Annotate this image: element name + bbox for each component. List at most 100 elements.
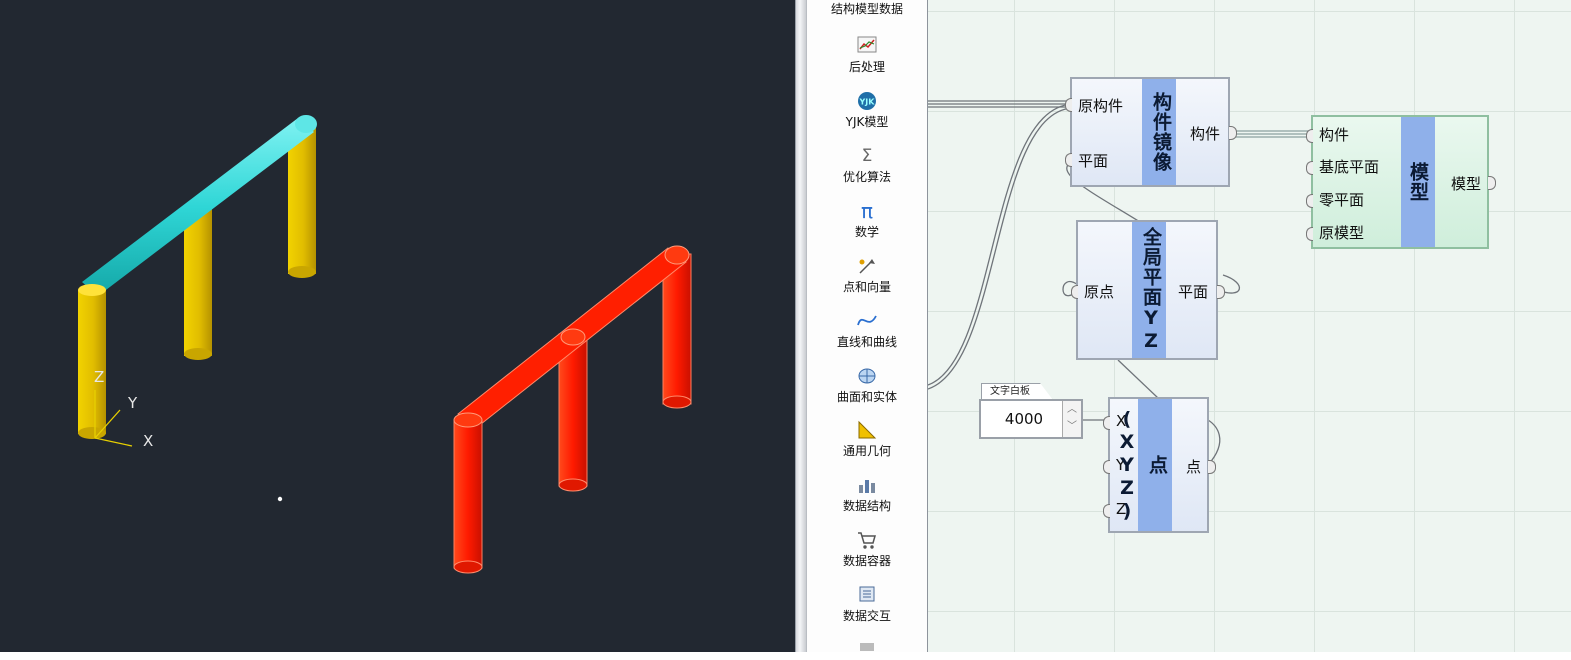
- input-zero-plane[interactable]: 零平面: [1319, 191, 1365, 209]
- triangle-ruler-icon: [856, 420, 878, 440]
- svg-text:YJK: YJK: [859, 98, 876, 107]
- column-front-top: [78, 284, 106, 296]
- surface-solid-icon: [856, 366, 878, 386]
- palette-item-optimization[interactable]: Σ 优化算法: [842, 146, 891, 184]
- text-panel[interactable]: 4000 ︿ ﹀: [979, 399, 1083, 439]
- mirror-column-front-base: [453, 560, 483, 574]
- viewport-scene: Z Y X: [78, 115, 692, 574]
- ucs-axis-icon: [94, 390, 133, 447]
- palette-item-more[interactable]: [807, 638, 927, 660]
- input-grip-z[interactable]: [1103, 504, 1110, 518]
- palette-item-line-curve[interactable]: 直线和曲线: [807, 311, 927, 350]
- mirror-beam-joint: [560, 328, 586, 346]
- input-grip-origin[interactable]: [1071, 285, 1078, 299]
- column-rear-base: [288, 266, 316, 278]
- column-front-base: [78, 427, 106, 439]
- output-component[interactable]: 构件: [1190, 125, 1221, 143]
- output-grip-plane[interactable]: [1217, 285, 1225, 299]
- mirrored-frame: [453, 245, 692, 574]
- beam-cyan: [82, 118, 314, 296]
- input-grip-zero-plane[interactable]: [1306, 194, 1313, 208]
- palette-item-point-vector[interactable]: 点和向量: [807, 256, 927, 295]
- node-title-plane: 全局平面YZ: [1132, 222, 1166, 358]
- input-grip-base-plane[interactable]: [1306, 161, 1313, 175]
- axis-label-x: X: [143, 432, 153, 450]
- input-z[interactable]: Z: [1116, 500, 1126, 518]
- output-model[interactable]: 模型: [1451, 175, 1482, 193]
- output-grip-component[interactable]: [1229, 126, 1237, 140]
- palette-item-postprocess[interactable]: 后处理: [807, 36, 927, 75]
- wire-surface-2: [928, 107, 1073, 390]
- node-canvas[interactable]: 原构件 平面 构件镜像 构件 原点 全局平面YZ 平面 X Y Z 点(XYZ)…: [928, 0, 1571, 652]
- column-rear: [288, 128, 316, 274]
- node-global-plane-yz[interactable]: 原点 全局平面YZ 平面: [1071, 220, 1225, 360]
- palette-item-data-exchange[interactable]: 数据交互: [807, 585, 927, 624]
- input-original-model[interactable]: 原模型: [1319, 224, 1365, 242]
- input-components[interactable]: 构件: [1319, 126, 1350, 144]
- palette-item-data-structure[interactable]: 数据结构: [807, 475, 927, 514]
- input-grip-x[interactable]: [1103, 416, 1110, 430]
- column-middle-base: [184, 348, 212, 360]
- input-grip-y[interactable]: [1103, 460, 1110, 474]
- column-front: [78, 290, 106, 434]
- palette-item-surface-solid[interactable]: 曲面和实体: [807, 366, 927, 405]
- input-x[interactable]: X: [1116, 412, 1126, 430]
- panel-value[interactable]: 4000: [1004, 410, 1044, 428]
- beam-end: [295, 115, 317, 133]
- pi-icon: π: [860, 199, 874, 223]
- node-title-point: 点(XYZ): [1116, 399, 1172, 531]
- panel-spinner[interactable]: ︿ ﹀: [1062, 401, 1081, 437]
- node-title-model: 模型: [1401, 117, 1435, 247]
- spin-up-icon[interactable]: ︿: [1067, 404, 1077, 415]
- axis-label-z: Z: [94, 368, 104, 386]
- mirror-column-front-top: [453, 412, 483, 428]
- node-component-mirror[interactable]: 原构件 平面 构件镜像 构件: [1065, 77, 1237, 187]
- 3d-viewport[interactable]: Z Y X: [0, 0, 795, 652]
- input-y[interactable]: Y: [1116, 456, 1125, 474]
- palette-item-structure-data[interactable]: 结构模型数据: [830, 2, 903, 16]
- node-title-mirror: 构件镜像: [1142, 79, 1176, 185]
- spin-down-icon[interactable]: ﹀: [1067, 421, 1077, 432]
- data-exchange-icon: [856, 585, 878, 605]
- mirror-column-front: [453, 419, 483, 569]
- input-base-plane[interactable]: 基底平面: [1319, 158, 1380, 176]
- chart-icon: [856, 36, 878, 56]
- palette-item-general-geometry[interactable]: 通用几何: [807, 420, 927, 459]
- original-frame: [78, 115, 317, 439]
- node-point-xyz[interactable]: X Y Z 点(XYZ) 点: [1103, 397, 1216, 533]
- input-origin[interactable]: 原点: [1084, 283, 1115, 301]
- output-plane[interactable]: 平面: [1178, 283, 1209, 301]
- input-plane[interactable]: 平面: [1078, 152, 1109, 170]
- cart-icon: [856, 530, 878, 550]
- output-grip-point[interactable]: [1208, 460, 1216, 474]
- pane-splitter[interactable]: [795, 0, 807, 652]
- input-grip-original[interactable]: [1065, 98, 1072, 112]
- mirror-beam-end: [664, 245, 690, 265]
- more-icon: [856, 638, 878, 658]
- node-model[interactable]: 构件 基底平面 零平面 原模型 模型 模型: [1306, 115, 1496, 249]
- output-point[interactable]: 点: [1186, 458, 1202, 476]
- input-grip-original-model[interactable]: [1306, 227, 1313, 241]
- mirror-column-middle-base: [558, 478, 588, 492]
- wires: [928, 100, 1313, 466]
- mirror-column-rear-base: [662, 395, 692, 409]
- curve-icon: [856, 311, 878, 331]
- point-vector-icon: [856, 256, 878, 276]
- cursor-point: [277, 496, 283, 502]
- input-grip-components[interactable]: [1306, 129, 1313, 143]
- output-grip-model[interactable]: [1488, 176, 1496, 190]
- palette-item-data-container[interactable]: 数据容器: [807, 530, 927, 569]
- wire-surface-1: [928, 103, 1073, 386]
- input-grip-plane[interactable]: [1065, 153, 1072, 167]
- column-middle: [184, 208, 212, 356]
- component-palette: 结构模型数据 后处理 YJK YJK模型 Σ 优化算法 π 数学 点和向量 直线…: [807, 0, 928, 652]
- wire-point-out: [1207, 419, 1221, 466]
- wire-point-plane: [1117, 359, 1159, 399]
- palette-item-yjk-model[interactable]: YJK YJK模型: [807, 91, 927, 130]
- yjk-logo-icon: YJK: [856, 91, 878, 111]
- sigma-icon: Σ: [861, 146, 873, 166]
- data-structure-icon: [856, 475, 878, 495]
- axis-label-y: Y: [127, 394, 138, 412]
- palette-item-math[interactable]: π 数学: [854, 199, 879, 239]
- input-original-component[interactable]: 原构件: [1078, 97, 1124, 115]
